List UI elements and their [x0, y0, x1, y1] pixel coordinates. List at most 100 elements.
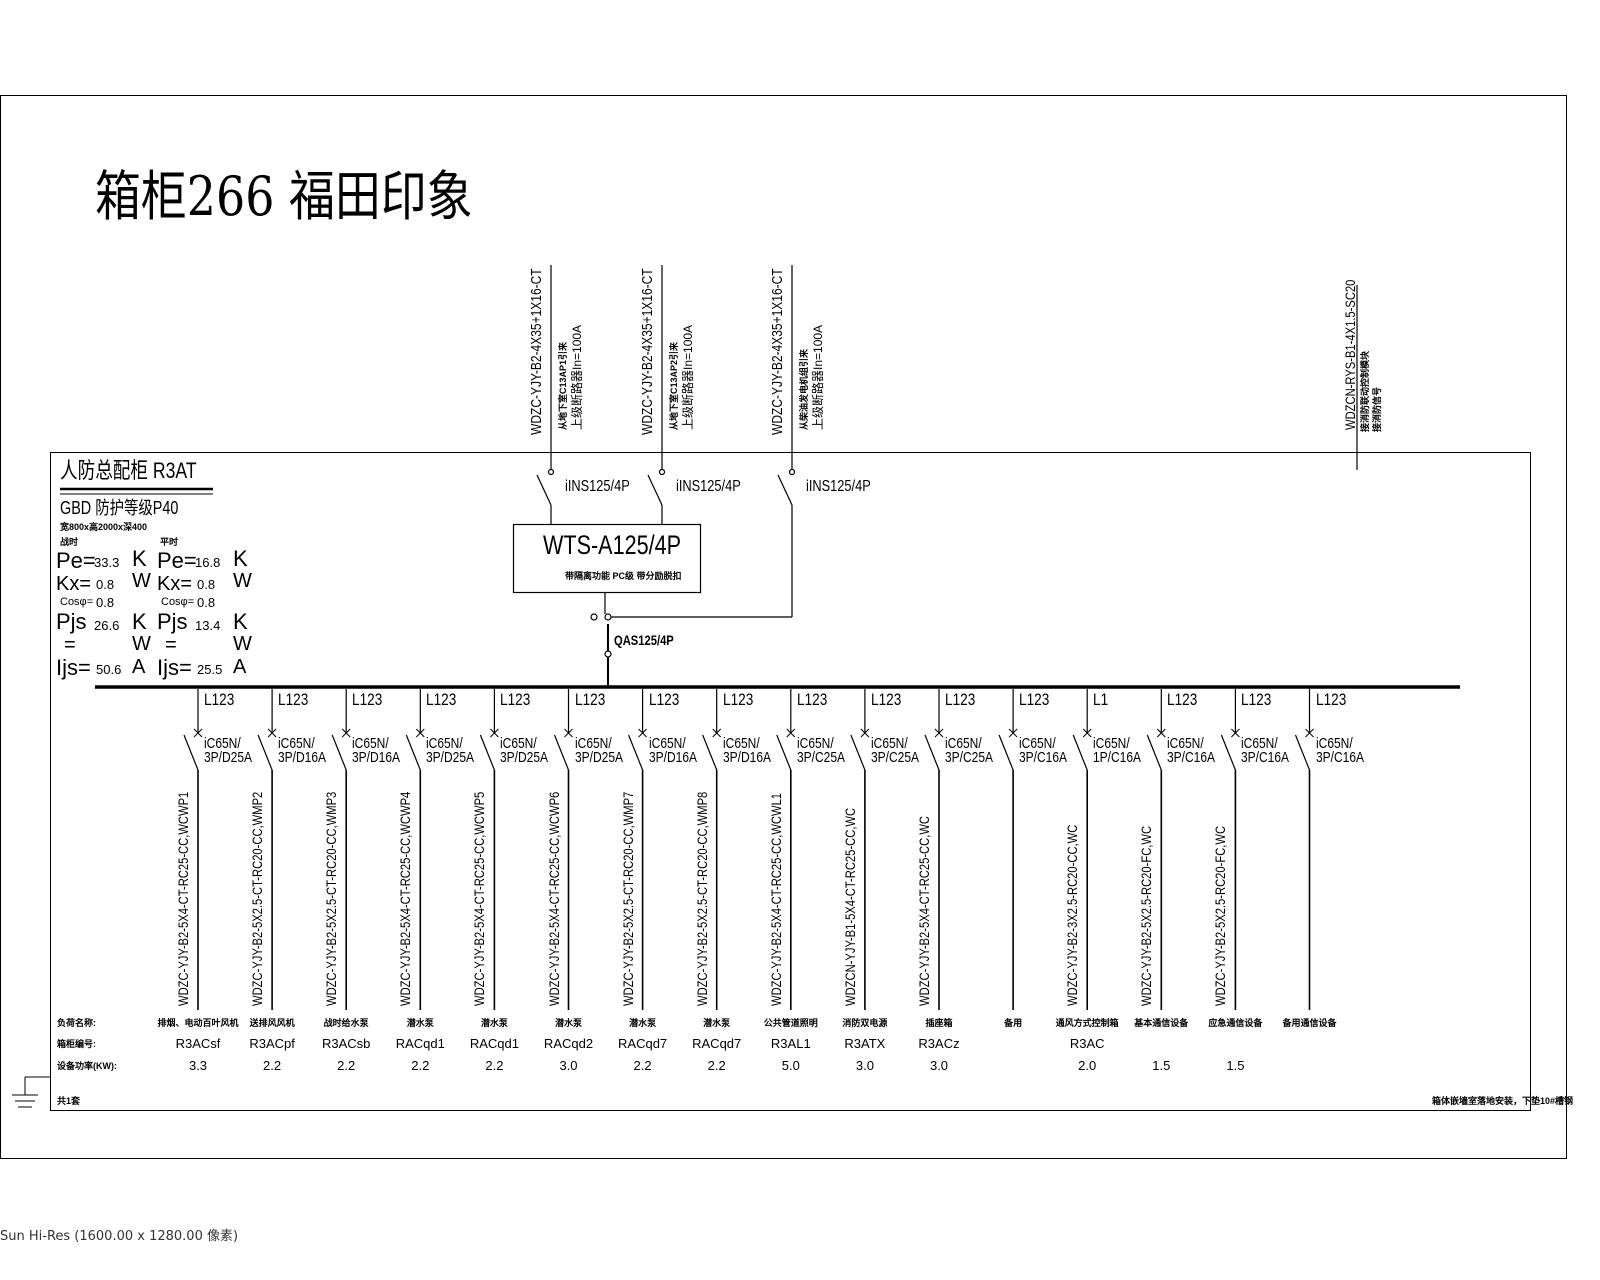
branch-breaker-2: iC65N/ 3P/D16A [278, 735, 327, 766]
incoming-upstream-note-3: 上级断路器In=100A [811, 324, 825, 430]
branch-breaker-blade-4 [405, 734, 421, 771]
ground-symbol [12, 1076, 50, 1108]
branch-power-11: 3.0 [929, 1058, 949, 1073]
branch-load-name-7: 潜水泵 [629, 1018, 657, 1028]
branch-x-mark-8 [712, 728, 722, 738]
branch-power-14: 1.5 [1152, 1058, 1171, 1073]
wartime-kx-value: 0.8 [96, 577, 115, 592]
branch-cable-8: WDZC-YJY-B2-5X2.5-CT-RC20-CC,WMP8 [693, 791, 710, 1006]
branch-breaker-blade-5 [479, 734, 495, 771]
branch-power-3: 2.2 [337, 1058, 356, 1073]
branch-x-mark-11 [934, 728, 944, 738]
branch-phase-8: L123 [722, 690, 753, 709]
incoming-cable-3: WDZC-YJY-B2-4X35+1X16-CT [769, 268, 786, 435]
branch-load-name-8: 潜水泵 [703, 1018, 731, 1028]
wartime-ijs-value: 50.6 [96, 662, 122, 677]
branch-load-name-4: 潜水泵 [406, 1018, 434, 1028]
branch-power-4: 2.2 [411, 1058, 430, 1073]
wartime-pe-unit-w: W [132, 570, 151, 592]
branch-power-8: 2.2 [707, 1058, 726, 1073]
viewer-status: Sun Hi-Res (1600.00 x 1280.00 像素) [0, 1229, 239, 1244]
branch-box-id-11: R3ACz [918, 1036, 960, 1051]
branch-x-mark-9 [786, 728, 796, 738]
branch-breaker-blade-13 [1072, 734, 1088, 771]
branch-cable-7: WDZC-YJY-B2-5X2.5-CT-RC20-CC,WMP7 [619, 791, 636, 1006]
branch-load-name-11: 插座箱 [925, 1018, 953, 1028]
branch-load-name-13: 通风方式控制箱 [1055, 1018, 1119, 1028]
branch-breaker-blade-14 [1146, 734, 1162, 771]
branch-load-name-1: 排烟、电动百叶风机 [157, 1018, 239, 1028]
branch-phase-5: L123 [500, 690, 531, 709]
fire-signal-note-1: 接消防联动控制模块 [1360, 350, 1370, 432]
branch-x-mark-3 [341, 728, 351, 738]
panel-size: 宽800x高2000x深400 [60, 522, 148, 532]
incoming-cable-2: WDZC-YJY-B2-4X35+1X16-CT [639, 268, 656, 435]
peacetime-cos-value: 0.8 [197, 595, 216, 610]
peacetime-pjs-unit-w: W [233, 633, 252, 655]
branch-box-id-9: R3AL1 [770, 1036, 811, 1051]
branch-x-mark-1 [193, 728, 203, 738]
branch-x-mark-7 [638, 728, 647, 738]
branch-phase-4: L123 [426, 690, 457, 709]
branch-breaker-blade-3 [331, 734, 347, 771]
branch-load-name-2: 送排风风机 [249, 1018, 295, 1028]
wartime-cos-value: 0.8 [96, 595, 115, 610]
branch-cable-5: WDZC-YJY-B2-5X4-CT-RC25-CC,WCWP5 [471, 791, 488, 1006]
branch-box-id-5: RACqd1 [469, 1036, 519, 1051]
branch-phase-7: L123 [648, 690, 679, 709]
branch-power-1: 3.3 [188, 1058, 208, 1073]
branch-breaker-8: iC65N/ 3P/D16A [722, 735, 771, 766]
branch-breaker-blade-2 [257, 734, 273, 771]
branch-load-name-9: 公共管道照明 [763, 1018, 818, 1028]
wartime-pjs-unit-w: W [132, 633, 151, 655]
branch-x-mark-16 [1305, 728, 1314, 738]
branch-power-6: 3.0 [559, 1058, 578, 1073]
branch-phase-16: L123 [1315, 690, 1346, 709]
incoming-breaker-1: iINS125/4P [565, 478, 630, 495]
branch-cable-14: WDZC-YJY-B2-5X2.5-RC20-FC,WC [1138, 825, 1155, 1006]
incoming-source-note-2: 从地下室C13AP2引来 [669, 341, 679, 430]
wartime-heading: 战时 [60, 537, 79, 547]
branch-breaker-blade-6 [553, 734, 570, 771]
branch-cable-6: WDZC-YJY-B2-5X4-CT-RC25-CC,WCWP6 [545, 791, 562, 1006]
branch-breaker-12: iC65N/ 3P/C16A [1019, 735, 1068, 766]
peacetime-pjs-unit-k: K [233, 609, 248, 634]
wartime-cos-label: Cosφ= [60, 596, 94, 608]
peacetime-ijs-value: 25.5 [197, 662, 223, 677]
peacetime-pjs-label: Pjs [157, 609, 188, 634]
install-note: 箱体嵌墙室落地安装，下垫10#槽钢 [1432, 1096, 1574, 1106]
branch-x-mark-2 [267, 728, 277, 738]
incoming-lines [512, 265, 1358, 687]
branch-box-id-13: R3AC [1069, 1036, 1105, 1051]
branch-x-mark-14 [1156, 728, 1166, 738]
branch-breaker-15: iC65N/ 3P/C16A [1241, 735, 1290, 766]
branch-phase-13: L1 [1093, 690, 1109, 709]
branch-load-name-14: 基本通信设备 [1134, 1018, 1189, 1028]
branch-breaker-blade-16 [1294, 734, 1311, 771]
branch-x-mark-15 [1231, 728, 1240, 738]
branch-phase-3: L123 [352, 690, 383, 709]
incoming-source-note-1: 从地下室C13AP1引来 [558, 341, 568, 430]
branch-load-name-10: 消防双电源 [842, 1018, 888, 1028]
branch-box-id-4: RACqd1 [395, 1036, 445, 1051]
panel-protection: GBD 防护等级P40 [60, 498, 179, 518]
branch-breaker-blade-11 [924, 734, 940, 771]
branch-breaker-3: iC65N/ 3P/D16A [352, 735, 401, 766]
branch-phase-10: L123 [870, 690, 902, 709]
branch-breaker-10: iC65N/ 3P/C25A [870, 735, 919, 766]
branch-power-5: 2.2 [485, 1058, 504, 1073]
branch-x-mark-13 [1082, 728, 1092, 738]
branch-breaker-9: iC65N/ 3P/C25A [796, 735, 845, 766]
branch-phase-9: L123 [796, 690, 828, 709]
branch-cable-3: WDZC-YJY-B2-5X2.5-CT-RC20-CC,WMP3 [323, 791, 340, 1006]
branch-box-id-2: R3ACpf [249, 1036, 295, 1051]
branch-x-mark-12 [1008, 728, 1018, 738]
branch-breaker-13: iC65N/ 1P/C16A [1093, 735, 1142, 766]
branch-phase-11: L123 [945, 690, 976, 709]
branch-x-mark-6 [564, 728, 573, 738]
qas-switch-label: QAS125/4P [614, 632, 674, 648]
branch-power-13: 2.0 [1078, 1058, 1097, 1073]
wartime-pjs-value: 26.6 [94, 618, 120, 633]
branch-breaker-blade-12 [998, 734, 1014, 771]
branch-cable-15: WDZC-YJY-B2-5X2.5-RC20-FC,WC [1212, 825, 1229, 1006]
